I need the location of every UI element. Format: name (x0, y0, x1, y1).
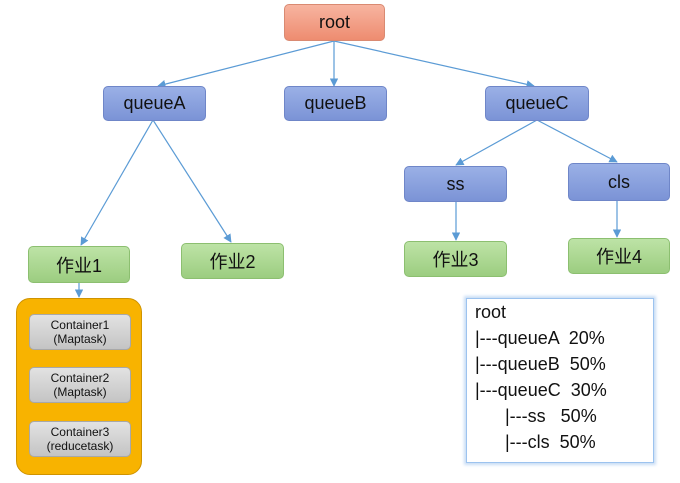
edge-queuec-cls (536, 119, 618, 163)
subqueue-ss-node: ss (404, 166, 507, 202)
subqueue-cls-node: cls (568, 163, 670, 201)
container-2-name: Container2 (50, 371, 110, 385)
container-2-node: Container2 (Maptask) (29, 367, 131, 403)
container-3-node: Container3 (reducetask) (29, 421, 131, 457)
edge-queuea-job2 (152, 119, 232, 243)
edge-queuec-ss (455, 119, 538, 166)
capacity-line-queue-c: |---queueC 30% (475, 380, 607, 400)
container-group: Container1 (Maptask) Container2 (Maptask… (16, 298, 142, 475)
job-3-node: 作业3 (404, 241, 507, 277)
capacity-line-queue-a: |---queueA 20% (475, 328, 605, 348)
job-4-node: 作业4 (568, 238, 670, 274)
edge-queuea-job1 (80, 119, 154, 246)
job-1-node: 作业1 (28, 246, 130, 283)
container-3-name: Container3 (50, 425, 110, 439)
queue-b-node: queueB (284, 86, 387, 121)
capacity-line-root: root (475, 302, 507, 322)
job-2-node: 作业2 (181, 243, 284, 279)
queue-capacity-box: root |---queueA 20% |---queueB 50% |---q… (466, 298, 654, 463)
edge-root-queuec (333, 40, 535, 89)
root-node: root (284, 4, 385, 41)
edge-root-queuea (157, 40, 335, 89)
queue-c-node: queueC (485, 86, 589, 121)
queue-a-node: queueA (103, 86, 206, 121)
container-3-task: (reducetask) (46, 439, 114, 453)
container-1-task: (Maptask) (53, 332, 107, 346)
container-2-task: (Maptask) (53, 385, 107, 399)
capacity-line-cls: |---cls 50% (475, 432, 596, 452)
capacity-line-queue-b: |---queueB 50% (475, 354, 606, 374)
capacity-line-ss: |---ss 50% (475, 406, 597, 426)
container-1-node: Container1 (Maptask) (29, 314, 131, 350)
container-1-name: Container1 (50, 318, 110, 332)
